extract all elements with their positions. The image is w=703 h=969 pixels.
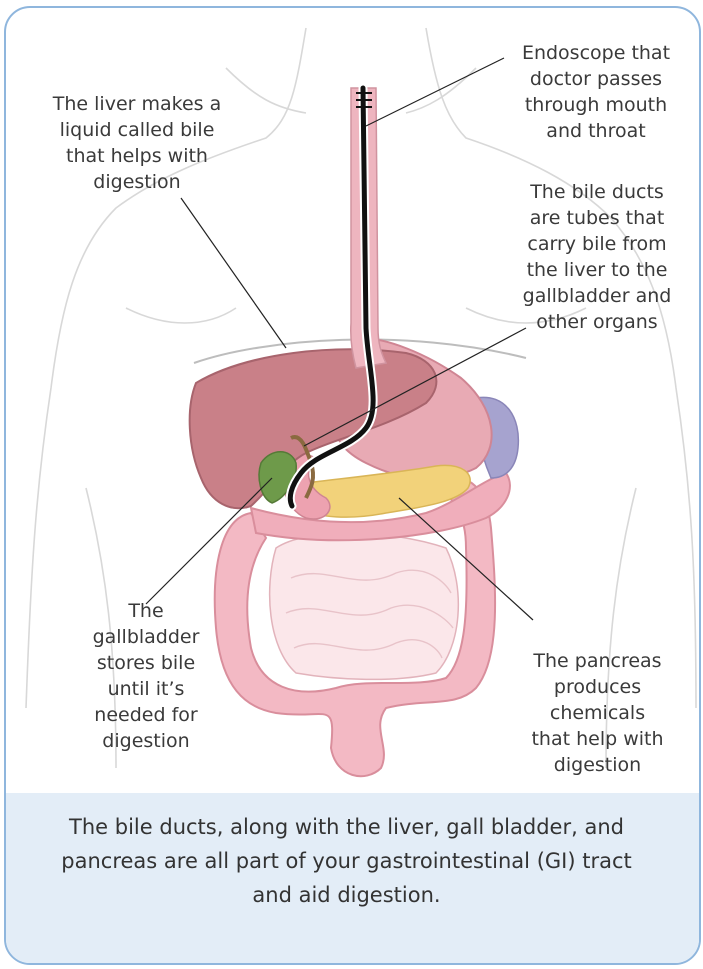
label-gallbladder: The gallbladder stores bile until it’s n… bbox=[66, 598, 226, 754]
label-liver: The liver makes a liquid called bile tha… bbox=[26, 91, 248, 195]
label-bile-ducts: The bile ducts are tubes that carry bile… bbox=[499, 179, 695, 335]
label-endoscope: Endoscope that doctor passes through mou… bbox=[496, 40, 696, 144]
leader-liver bbox=[181, 198, 286, 348]
caption: The bile ducts, along with the liver, ga… bbox=[60, 810, 633, 912]
label-pancreas: The pancreas produces chemicals that hel… bbox=[505, 648, 690, 778]
leader-endoscope bbox=[366, 58, 504, 126]
small-intestine bbox=[270, 533, 459, 679]
